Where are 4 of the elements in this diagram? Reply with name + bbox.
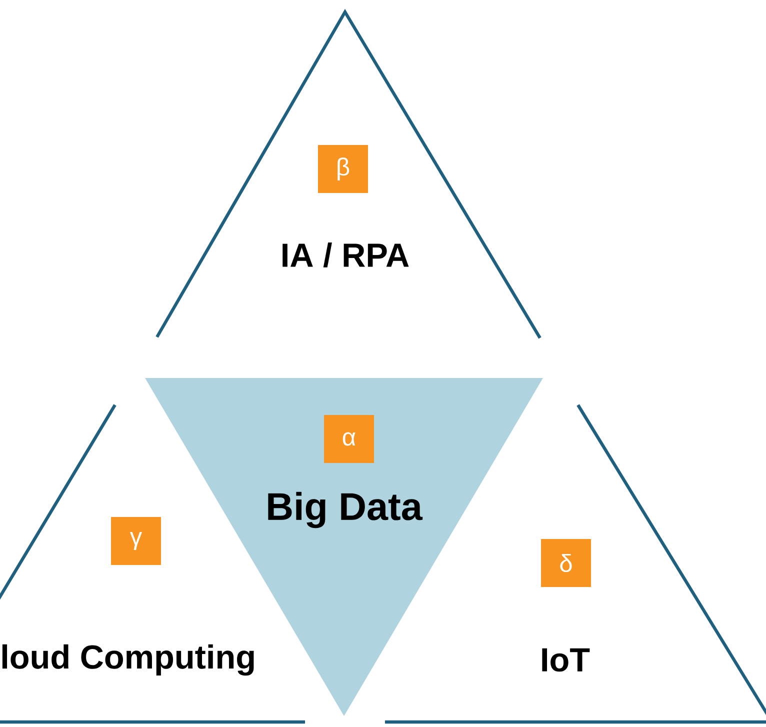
- letter-badge: δ: [541, 539, 591, 587]
- letter-badge: α: [324, 415, 374, 463]
- letter-badge: γ: [111, 517, 161, 565]
- letter-badge: β: [318, 145, 368, 193]
